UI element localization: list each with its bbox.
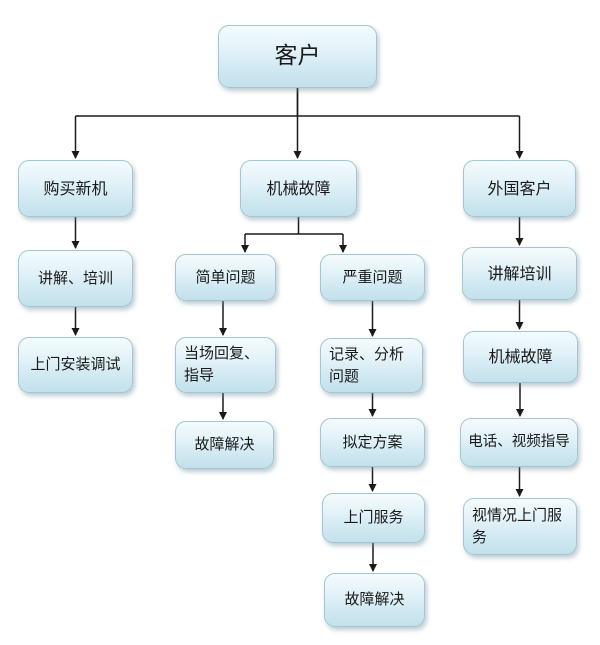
node-customer: 客户 — [218, 25, 377, 88]
node-explain-training-left: 讲解、培训 — [18, 250, 133, 307]
node-foreign-customer: 外国客户 — [463, 160, 576, 217]
node-fault-resolved-left: 故障解决 — [175, 421, 274, 469]
node-draft-plan: 拟定方案 — [320, 418, 425, 467]
node-explain-training-right: 讲解培训 — [462, 247, 577, 300]
node-simple-problem: 简单问题 — [175, 254, 276, 301]
node-serious-problem: 严重问题 — [320, 254, 425, 301]
node-onsite-service: 上门服务 — [322, 493, 425, 543]
node-onsite-service-as-needed: 视情况上门服务 — [463, 498, 577, 555]
node-buy-new-machine: 购买新机 — [18, 160, 133, 217]
node-onsite-install-debug: 上门安装调试 — [18, 337, 133, 393]
node-mechanical-failure-right: 机械故障 — [463, 331, 578, 383]
node-onsite-reply-guidance: 当场回复、指导 — [175, 337, 276, 393]
node-fault-resolved-mid: 故障解决 — [324, 573, 425, 627]
node-record-analyze-problem: 记录、分析问题 — [320, 338, 423, 393]
node-mechanical-failure: 机械故障 — [240, 160, 357, 217]
node-phone-video-guidance: 电话、视频指导 — [460, 418, 578, 467]
edge-mechanical-failure-trunk — [245, 217, 343, 235]
